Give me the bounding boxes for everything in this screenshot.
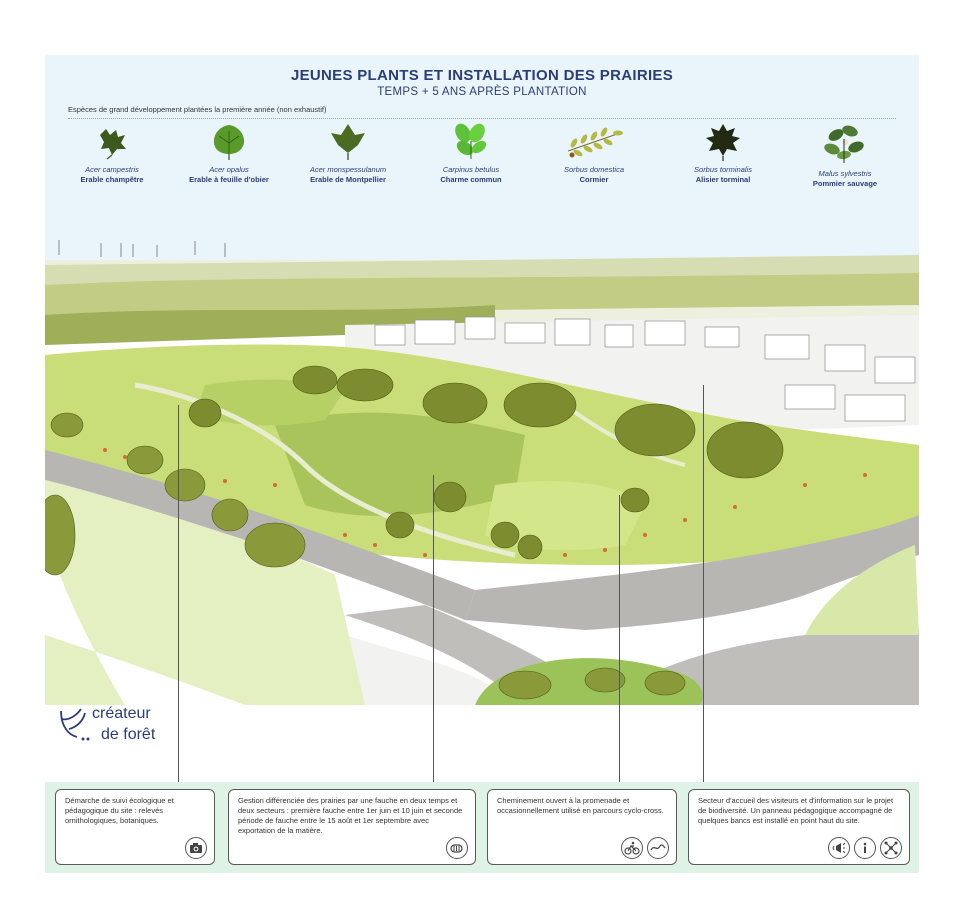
megaphone-icon	[828, 837, 850, 859]
field-maple-leaf-icon	[100, 129, 126, 160]
brand-name-line1: créateur	[92, 705, 151, 722]
species-item: Acer monspessulanum Erable de Montpellie…	[288, 121, 408, 184]
card-text: Secteur d'accueil des visiteurs et d'inf…	[698, 796, 894, 826]
info-card-visitor-area: Secteur d'accueil des visiteurs et d'inf…	[688, 789, 910, 865]
header-divider	[68, 118, 896, 119]
createur-de-foret-logo	[60, 708, 90, 741]
tree-clumps	[188, 365, 784, 560]
leader-line	[703, 385, 704, 789]
montpellier-maple-leaf-icon	[331, 124, 365, 160]
italian-maple-leaf-icon	[213, 125, 245, 160]
brand-name-line2: de forêt	[101, 726, 156, 743]
species-common-name: Erable de Montpellier	[310, 175, 386, 184]
brand-logo: créateur de forêt	[57, 705, 217, 750]
hornbeam-leaf-icon	[455, 123, 487, 159]
species-item: Sorbus domestica Cormier	[534, 121, 654, 184]
species-common-name: Alisier torminal	[695, 175, 751, 184]
species-common-name: Erable à feuille d'obier	[189, 175, 269, 184]
species-item: Carpinus betulus Charme commun	[411, 121, 531, 184]
species-item: Acer opalus Erable à feuille d'obier	[169, 121, 289, 184]
card-text: Gestion différenciée des prairies par un…	[238, 796, 463, 836]
card-text: Cheminement ouvert à la promenade et occ…	[497, 796, 664, 816]
landscape-illustration	[45, 240, 919, 705]
town-buildings	[345, 315, 919, 435]
illustration-panel: JEUNES PLANTS ET INSTALLATION DES PRAIRI…	[45, 55, 919, 873]
foreground-grass	[45, 480, 365, 705]
info-card-ecological-monitoring: Démarche de suivi écologique et pédagogi…	[55, 789, 215, 865]
species-intro: Espèces de grand développement plantées …	[68, 105, 327, 114]
info-icon	[854, 837, 876, 859]
species-latin-name: Sorbus torminalis	[694, 165, 752, 174]
card-text: Démarche de suivi écologique et pédagogi…	[65, 796, 174, 826]
species-item: Acer campestris Erable champêtre	[52, 121, 172, 184]
species-latin-name: Carpinus betulus	[442, 165, 500, 174]
mowing-icon	[446, 837, 468, 859]
species-item: Malus sylvestris Pommier sauvage	[785, 121, 905, 188]
species-latin-name: Acer campestris	[85, 165, 139, 174]
species-latin-name: Malus sylvestris	[818, 169, 872, 178]
page-title: JEUNES PLANTS ET INSTALLATION DES PRAIRI…	[290, 67, 674, 84]
header: JEUNES PLANTS ET INSTALLATION DES PRAIRI…	[45, 55, 919, 260]
species-latin-name: Acer opalus	[209, 165, 249, 174]
path-icon	[647, 837, 669, 859]
leader-line	[619, 495, 620, 789]
info-card-walking-path: Cheminement ouvert à la promenade et occ…	[487, 789, 677, 865]
species-common-name: Cormier	[579, 175, 609, 184]
leader-line	[433, 475, 434, 789]
species-latin-name: Acer monspessulanum	[309, 165, 387, 174]
network-icon	[880, 837, 902, 859]
wild-service-tree-leaf-icon	[706, 124, 740, 161]
species-latin-name: Sorbus domestica	[563, 165, 625, 174]
species-common-name: Erable champêtre	[80, 175, 144, 184]
camera-icon	[185, 837, 207, 859]
species-item: Sorbus torminalis Alisier torminal	[663, 121, 783, 184]
info-card-meadow-management: Gestion différenciée des prairies par un…	[228, 789, 476, 865]
meadow-sector	[275, 412, 525, 516]
cyclist-icon	[621, 837, 643, 859]
leader-line	[178, 405, 179, 789]
service-tree-leaf-icon	[567, 127, 623, 158]
crab-apple-leaf-icon	[824, 125, 864, 163]
page-subtitle: TEMPS + 5 ANS APRÈS PLANTATION	[377, 86, 587, 98]
wind-turbines	[58, 240, 226, 257]
info-footer: Démarche de suivi écologique et pédagogi…	[45, 782, 919, 873]
species-common-name: Pommier sauvage	[812, 179, 878, 188]
road-east	[465, 515, 919, 630]
species-common-name: Charme commun	[440, 175, 502, 184]
